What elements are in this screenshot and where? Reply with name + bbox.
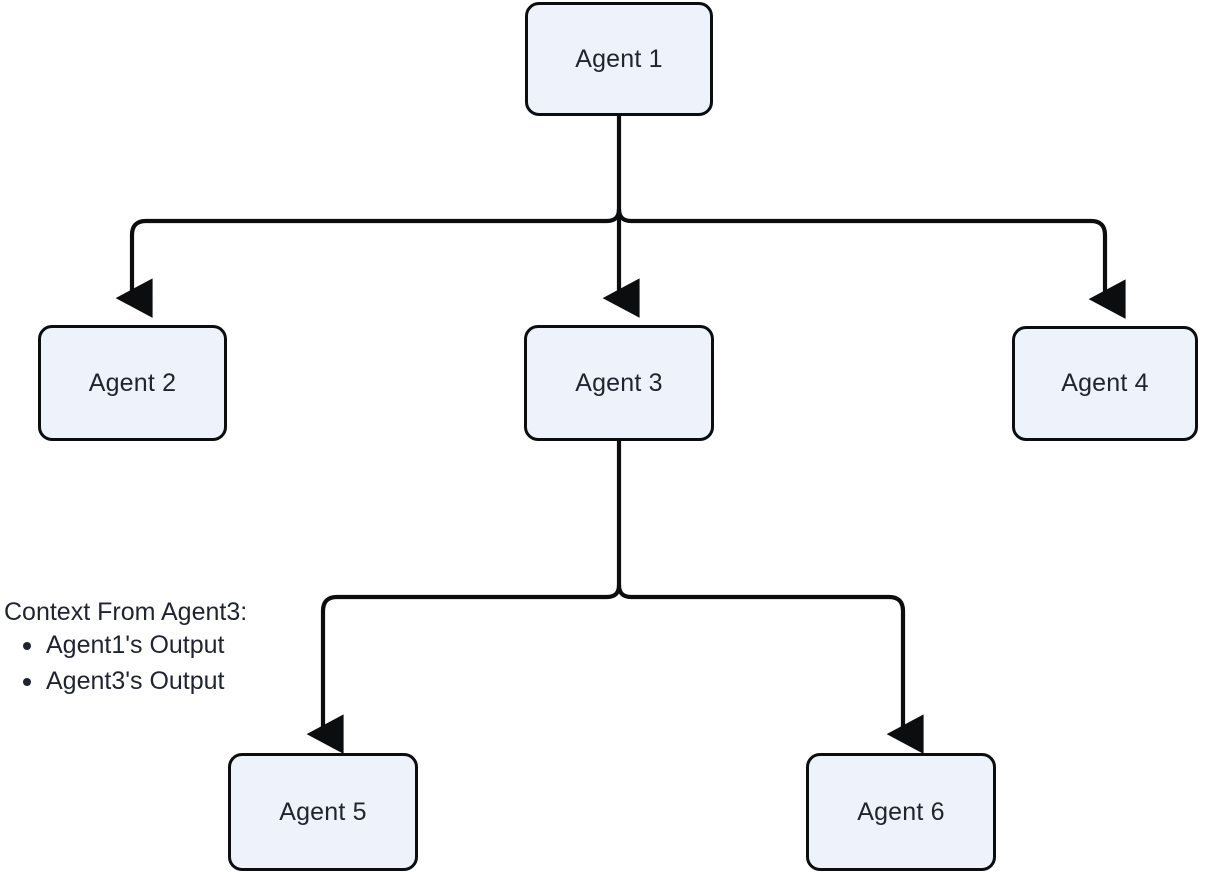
- list-item-label: Agent1's Output: [46, 631, 225, 659]
- node-agent1-label: Agent 1: [575, 44, 663, 73]
- node-agent5[interactable]: Agent 5: [228, 753, 418, 871]
- node-agent5-label: Agent 5: [279, 797, 367, 826]
- context-annotation-title: Context From Agent3:: [4, 598, 248, 626]
- list-item: Agent1's Output: [4, 633, 247, 658]
- node-agent6-label: Agent 6: [857, 797, 945, 826]
- node-agent2-label: Agent 2: [88, 368, 177, 397]
- node-agent2[interactable]: Agent 2: [38, 325, 227, 441]
- edge-agent1-to-agent4: [616, 208, 1126, 319]
- list-item: Agent3's Output: [4, 669, 247, 694]
- list-item-label: Agent3's Output: [46, 667, 225, 695]
- edge-agent3-to-agent6: [616, 584, 924, 754]
- node-agent4[interactable]: Agent 4: [1012, 326, 1198, 441]
- context-annotation: Context From Agent3: Agent1's Output Age…: [4, 600, 247, 705]
- edge-agent1-to-agent2: [115, 208, 622, 318]
- node-agent6[interactable]: Agent 6: [806, 753, 996, 871]
- node-agent3-label: Agent 3: [575, 368, 663, 397]
- node-agent4-label: Agent 4: [1061, 369, 1149, 397]
- context-annotation-list: Agent1's Output Agent3's Output: [4, 633, 247, 694]
- node-agent1[interactable]: Agent 1: [525, 2, 713, 116]
- bullet-icon: [23, 641, 31, 650]
- bullet-icon: [23, 677, 31, 686]
- node-agent3[interactable]: Agent 3: [524, 325, 714, 441]
- edge-agent3-to-agent5: [306, 584, 622, 754]
